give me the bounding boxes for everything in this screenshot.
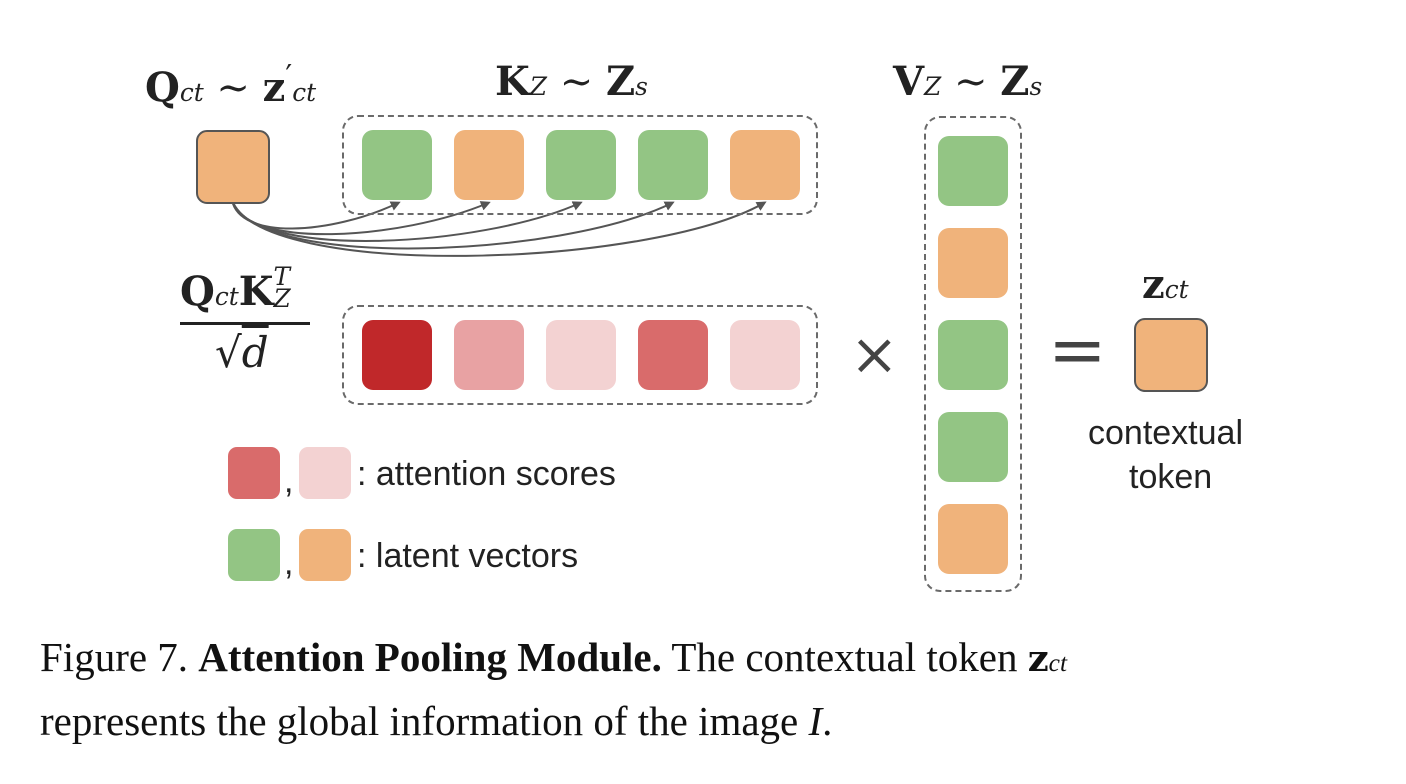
legend-comma-2: , (284, 544, 294, 582)
attention-score-5 (730, 320, 800, 390)
figure-caption: Figure 7. Attention Pooling Module. The … (40, 634, 1068, 744)
legend-latent-label: : latent vectors (357, 537, 579, 575)
legend-attention-label: : attention scores (357, 455, 616, 493)
value-token-3 (938, 320, 1008, 390)
score-fraction-denominator: √d (215, 328, 269, 377)
scores-container (342, 305, 818, 405)
key-token-1 (362, 130, 432, 200)
fraction-bar (180, 322, 310, 325)
value-token-5 (938, 504, 1008, 574)
query-token (196, 130, 270, 204)
key-token-2 (454, 130, 524, 200)
query-label: Qct ∼ z′ct (145, 59, 317, 111)
attention-score-3 (546, 320, 616, 390)
key-token-3 (546, 130, 616, 200)
values-container (924, 116, 1022, 592)
value-token-1 (938, 136, 1008, 206)
caption-figure-number: Figure 7. (40, 634, 189, 680)
legend-attention-strong (228, 447, 280, 499)
attention-score-2 (454, 320, 524, 390)
contextual-token (1134, 318, 1208, 392)
times-sign: × (850, 320, 899, 388)
legend-attention-faint (299, 447, 351, 499)
output-label: zct (1142, 261, 1189, 308)
legend-latent-orange (299, 529, 351, 581)
equals-sign: = (1048, 309, 1107, 391)
attention-score-4 (638, 320, 708, 390)
legend-comma-1: , (284, 462, 294, 500)
legend-latent-green (228, 529, 280, 581)
key-token-5 (730, 130, 800, 200)
caption-title: Attention Pooling Module. (198, 634, 662, 680)
value-token-2 (938, 228, 1008, 298)
arrow-to-key-5 (231, 199, 767, 257)
key-token-4 (638, 130, 708, 200)
keys-label: KZ ∼ Zs (495, 58, 648, 105)
values-label: VZ ∼ Zs (893, 58, 1043, 105)
attention-score-1 (362, 320, 432, 390)
contextual-token-caption-line2: token (1129, 458, 1213, 496)
keys-container (342, 115, 818, 215)
contextual-token-caption-line1: contextual (1088, 414, 1243, 452)
value-token-4 (938, 412, 1008, 482)
